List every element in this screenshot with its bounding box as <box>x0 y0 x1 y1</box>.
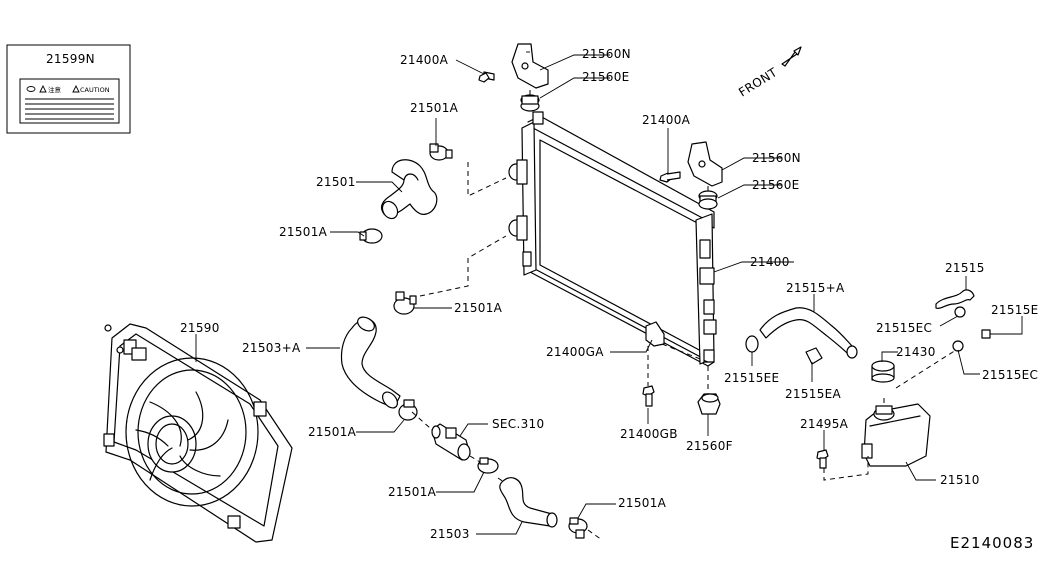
clamp-21515EC-1[interactable] <box>954 306 966 318</box>
hose-21503[interactable] <box>499 477 558 528</box>
callout-21501A: 21501A <box>388 485 437 499</box>
upper-bracket-left[interactable] <box>511 43 549 89</box>
clamp-21501A-4[interactable] <box>398 399 418 421</box>
clamp-21501A-5[interactable] <box>477 457 499 474</box>
clamp-21501A-3[interactable] <box>393 291 417 315</box>
warning-triangle-icon <box>72 84 80 93</box>
callout-21495A: 21495A <box>800 417 849 431</box>
callout-21400: 21400 <box>750 255 790 269</box>
hose-21515A[interactable] <box>759 307 858 359</box>
clamp-21501A-2[interactable] <box>359 228 383 244</box>
grommet-21560E-right[interactable] <box>698 190 718 210</box>
upper-hose-21501[interactable] <box>379 159 438 222</box>
callout-21515-plus-A: 21515+A <box>786 281 845 295</box>
mount-21560F[interactable] <box>697 393 721 415</box>
bolt-21495A[interactable] <box>816 449 829 469</box>
clamp-21515E[interactable] <box>981 329 991 339</box>
clamp-21501A-1[interactable] <box>429 143 453 161</box>
coolant-symbol-icon <box>26 86 36 92</box>
callout-sec310: SEC.310 <box>492 417 544 431</box>
radiator-21400[interactable] <box>508 111 717 367</box>
clamp-21515EC-2[interactable] <box>952 340 964 352</box>
callout-21501A: 21501A <box>279 225 328 239</box>
callout-21400A: 21400A <box>642 113 691 127</box>
fitting-sec310[interactable] <box>431 423 471 461</box>
lower-hose-21503A[interactable] <box>340 314 401 410</box>
callout-21503-plus-A: 21503+A <box>242 341 301 355</box>
fan-shroud-21590[interactable] <box>103 323 293 543</box>
callout-21590: 21590 <box>180 321 220 335</box>
clamp-21501A-6[interactable] <box>568 517 588 539</box>
callout-21400GA: 21400GA <box>546 345 604 359</box>
callout-21501A: 21501A <box>618 496 667 510</box>
warning-triangle-icon <box>39 84 47 93</box>
cap-21430[interactable] <box>871 360 895 383</box>
caution-text: CAUTION <box>80 86 110 94</box>
callout-21503: 21503 <box>430 527 470 541</box>
caution-jp-text: 注意 <box>48 85 62 94</box>
callout-21515EA: 21515EA <box>785 387 842 401</box>
caution-label-21599N[interactable]: 21599N 注意 CAUTION <box>6 44 131 134</box>
callout-21515EC: 21515EC <box>982 368 1038 382</box>
bolt-21400A-upper[interactable] <box>478 71 495 83</box>
reservoir-tank-21510[interactable] <box>861 403 931 467</box>
callout-21560E: 21560E <box>582 70 630 84</box>
callout-21560N: 21560N <box>582 47 631 61</box>
front-label: FRONT <box>736 65 780 100</box>
front-arrow-icon <box>781 46 802 67</box>
hose-21515[interactable] <box>935 289 975 309</box>
callout-21501A: 21501A <box>454 301 503 315</box>
callout-21501A: 21501A <box>410 101 459 115</box>
front-direction-indicator: FRONT <box>736 46 802 100</box>
leader-lines <box>195 54 1023 535</box>
upper-bracket-right[interactable] <box>687 141 723 187</box>
grommet-21560E-upper[interactable] <box>520 94 540 112</box>
callout-21515: 21515 <box>945 261 985 275</box>
connection-lines <box>411 90 957 541</box>
clamp-21515EA[interactable] <box>805 347 823 365</box>
clamp-21515EE[interactable] <box>745 335 759 353</box>
callout-21510: 21510 <box>940 473 980 487</box>
callout-21560F: 21560F <box>686 439 733 453</box>
callout-21430: 21430 <box>896 345 936 359</box>
callout-21501: 21501 <box>316 175 356 189</box>
callout-21599N: 21599N <box>46 52 95 66</box>
callout-21560E: 21560E <box>752 178 800 192</box>
callout-21515EC: 21515EC <box>876 321 932 335</box>
bolt-21400A-right[interactable] <box>659 171 681 183</box>
lower-bracket-21400GA[interactable] <box>645 321 665 347</box>
callout-21400A: 21400A <box>400 53 449 67</box>
callout-21515E: 21515E <box>991 303 1039 317</box>
bolt-21400GB[interactable] <box>642 385 655 407</box>
callout-21400GB: 21400GB <box>620 427 678 441</box>
diagram-code: E2140083 <box>950 534 1034 552</box>
callout-21515EE: 21515EE <box>724 371 779 385</box>
callout-labels: 21400A 21560N 21560E 21501A 21501 21501A… <box>180 47 1039 541</box>
callout-21560N: 21560N <box>752 151 801 165</box>
callout-21501A: 21501A <box>308 425 357 439</box>
